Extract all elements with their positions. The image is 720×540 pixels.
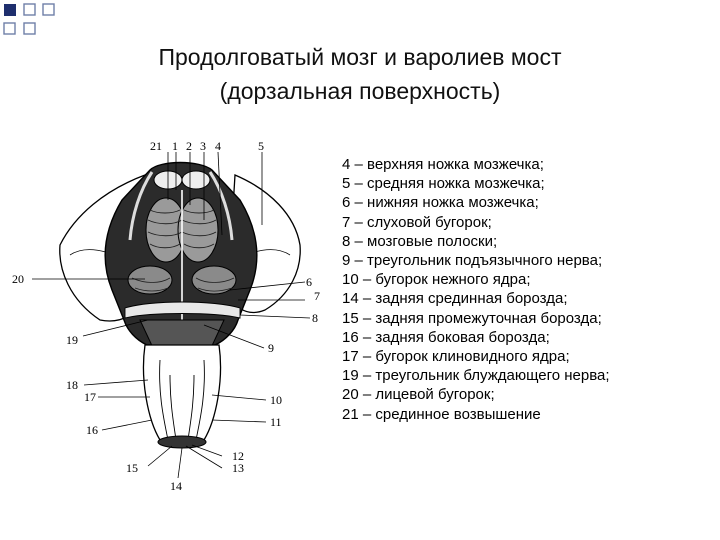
legend-item: 15задняя промежуточная борозда; [342,309,610,328]
figure-label: 9 [268,341,274,355]
legend-item: 8мозговые полоски; [342,232,610,251]
legend-item: 19треугольник блуждающего нерва; [342,366,610,385]
figure-label: 13 [232,461,244,475]
legend-item: 21срединное возвышение [342,405,610,424]
figure-label: 3 [200,139,206,153]
figure-label: 8 [312,311,318,325]
legend-item: 9треугольник подъязычного нерва; [342,251,610,270]
figure-label: 5 [258,139,264,153]
figure-label: 10 [270,393,282,407]
legend-item: 20лицевой бугорок; [342,385,610,404]
legend-item: 17бугорок клиновидного ядра; [342,347,610,366]
legend-item: 4верхняя ножка мозжечка; [342,155,610,174]
figure-label: 16 [86,423,98,437]
figure-label: 17 [84,390,96,404]
figure-label: 2 [186,139,192,153]
brainstem-figure: 21 1 2 3 4 5 20 6 7 8 19 9 18 17 10 16 1… [12,139,320,493]
figure-label: 4 [215,139,221,153]
legend-item: 10бугорок нежного ядра; [342,270,610,289]
legend-item: 14задняя срединная борозда; [342,289,610,308]
figure-label: 1 [172,139,178,153]
figure-label: 21 [150,139,162,153]
figure-label: 14 [170,479,182,493]
figure-label: 11 [270,415,282,429]
figure-label: 12 [232,449,244,463]
legend-item: 5средняя ножка мозжечка; [342,174,610,193]
decorative-squares [3,3,55,35]
legend-item: 7слуховой бугорок; [342,213,610,232]
figure-label: 7 [314,289,320,303]
figure-label: 6 [306,275,312,289]
slide-title: Продолговатый мозг и варолиев мост [158,44,562,70]
legend-item: 6нижняя ножка мозжечка; [342,193,610,212]
slide-subtitle: (дорзальная поверхность) [219,78,501,104]
figure-label: 15 [126,461,138,475]
figure-label: 19 [66,333,78,347]
legend-item: 16задняя боковая борозда; [342,328,610,347]
legend-list: 4верхняя ножка мозжечка; 5средняя ножка … [342,155,610,424]
figure-label: 20 [12,272,24,286]
figure-label: 18 [66,378,78,392]
